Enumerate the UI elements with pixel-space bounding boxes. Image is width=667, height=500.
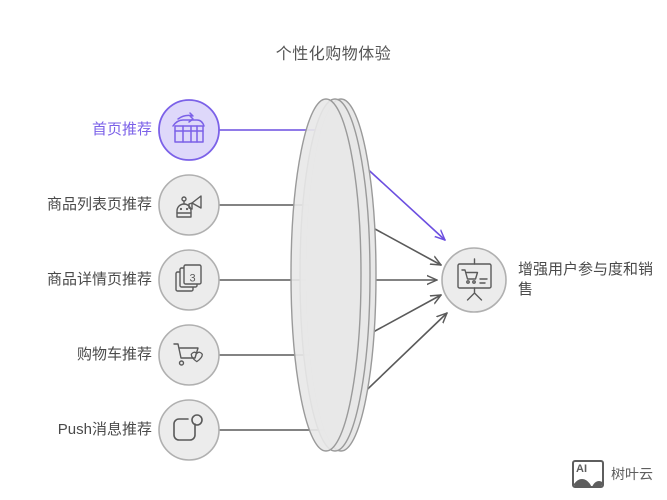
hub-cylinder bbox=[290, 98, 377, 452]
label-channel-push: Push消息推荐 bbox=[57, 420, 152, 438]
label-outcome: 增强用户参与度和销售 bbox=[518, 260, 654, 298]
hill-shape-small bbox=[591, 481, 602, 486]
page-title: 个性化购物体验 bbox=[275, 46, 392, 63]
watermark-label: 树叶云 bbox=[611, 466, 653, 482]
cart-heart-icon bbox=[173, 343, 203, 366]
watermark: AI 树叶云 bbox=[572, 460, 653, 488]
stacked-cards-3-icon: 3 bbox=[175, 264, 202, 292]
node-home[interactable] bbox=[158, 99, 220, 161]
label-channel-cart: 购物车推荐 bbox=[76, 345, 152, 363]
node-outcome[interactable] bbox=[441, 247, 507, 313]
storefront-icon bbox=[172, 112, 205, 143]
node-push[interactable] bbox=[158, 399, 220, 461]
node-detail[interactable]: 3 bbox=[158, 249, 220, 311]
node-list[interactable] bbox=[158, 174, 220, 236]
label-channel-home: 首页推荐 bbox=[91, 120, 152, 138]
ai-badge-text: AI bbox=[576, 463, 587, 475]
app-notification-icon bbox=[173, 414, 203, 441]
node-cart[interactable] bbox=[158, 324, 220, 386]
presentation-cart-icon bbox=[457, 258, 492, 301]
robot-megaphone-icon bbox=[176, 195, 202, 218]
svg-text:3: 3 bbox=[189, 272, 195, 284]
label-channel-list: 商品列表页推荐 bbox=[46, 195, 152, 213]
label-channel-detail: 商品详情页推荐 bbox=[46, 270, 152, 288]
hill-shape-large bbox=[574, 479, 593, 486]
ai-image-badge-icon: AI bbox=[572, 460, 604, 488]
channel-nodes: 3 bbox=[158, 99, 220, 461]
